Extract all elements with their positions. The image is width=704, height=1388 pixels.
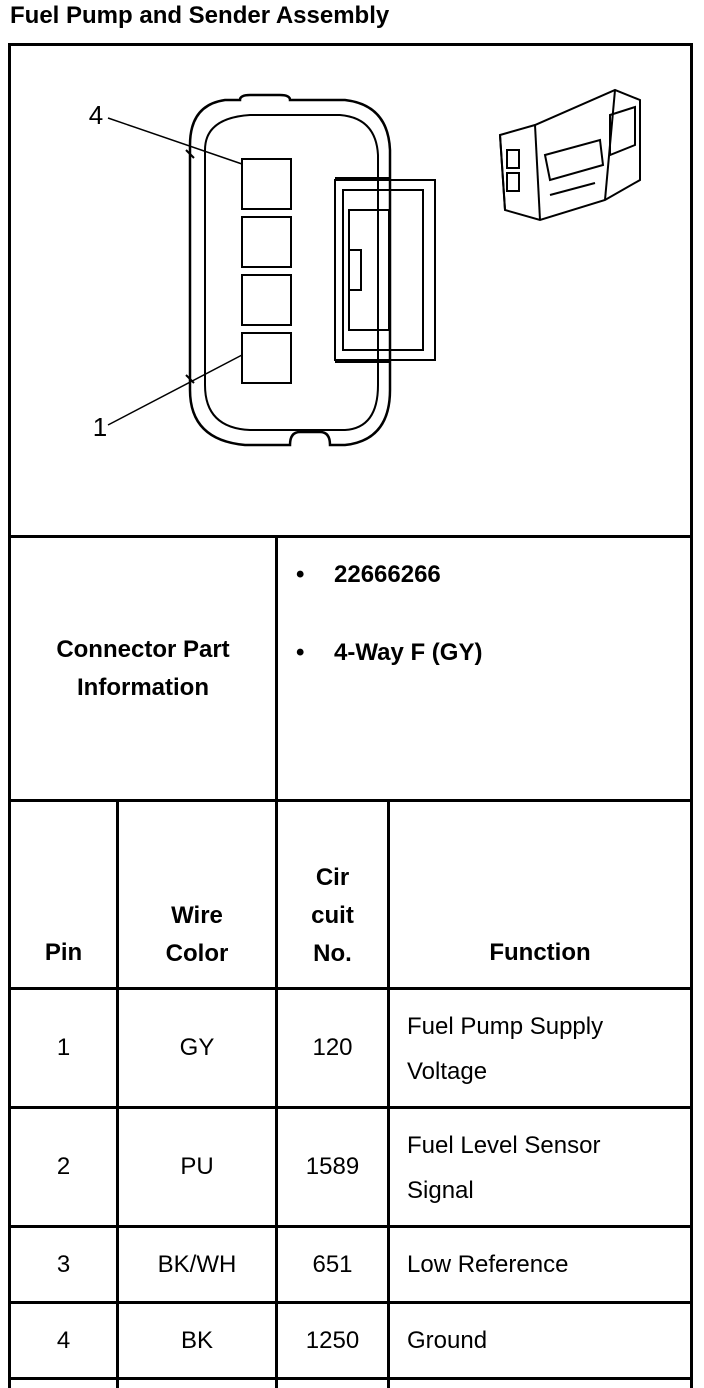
divider: [8, 535, 693, 538]
divider: [8, 1377, 693, 1380]
table-row-pin: 2: [56, 1153, 71, 1180]
header-wire-color-line1: Wire: [171, 902, 223, 929]
divider: [275, 535, 278, 802]
connector-info-label-line2: Information: [77, 673, 209, 701]
table-row-function: Ground: [407, 1327, 488, 1354]
table-row-circuit: 1250: [305, 1326, 360, 1354]
table-row-color: PU: [180, 1153, 214, 1180]
divider: [8, 1301, 693, 1304]
bullet-icon: •: [296, 561, 305, 588]
divider: [116, 799, 119, 1388]
function-line1: Fuel Level Sensor: [407, 1132, 601, 1159]
header-circuit-line3: No.: [313, 940, 352, 967]
header-pin: Pin: [44, 938, 83, 966]
header-wire-color-line2: Color: [165, 940, 229, 967]
table-row-circuit: 120: [312, 1034, 353, 1061]
connector-info-label: Connector Part Information: [11, 538, 275, 799]
function-line2: Signal: [407, 1177, 474, 1204]
function-line2: Voltage: [407, 1058, 488, 1085]
bullet-icon: •: [296, 639, 305, 666]
table-row-color: BK: [180, 1326, 213, 1354]
divider: [8, 1225, 693, 1228]
table-row-function: Fuel Level Sensor Signal: [407, 1123, 600, 1213]
connector-isometric-drawing: [498, 88, 641, 222]
table-row-circuit: 1589: [305, 1153, 360, 1180]
header-circuit: Cir cuit No.: [278, 857, 387, 975]
connector-info-label-line1: Connector Part: [56, 635, 230, 663]
table-row-color: BK/WH: [157, 1250, 237, 1278]
header-function: Function: [489, 938, 591, 966]
table-row-function: Fuel Pump Supply Voltage: [407, 1004, 603, 1094]
table-row-pin: 3: [56, 1250, 71, 1278]
connector-type: 4-Way F (GY): [334, 639, 483, 666]
pin-label-4: 4: [88, 99, 104, 130]
header-wire-color: Wire Color: [119, 895, 275, 975]
table-row-function: Low Reference: [407, 1251, 569, 1278]
part-number: 22666266: [334, 561, 441, 588]
divider: [275, 799, 278, 1388]
page-title: Fuel Pump and Sender Assembly: [10, 2, 390, 29]
connector-info-item: • 4-Way F (GY): [296, 639, 482, 667]
table-frame: [8, 43, 693, 1388]
table-row-pin: 4: [56, 1326, 71, 1354]
connector-face-drawing: [107, 93, 436, 447]
pin-label-1: 1: [92, 411, 108, 442]
header-circuit-line2: cuit: [311, 902, 354, 929]
function-line1: Fuel Pump Supply: [407, 1013, 604, 1040]
divider: [8, 987, 693, 990]
divider: [8, 799, 693, 802]
connector-info-item: • 22666266: [296, 561, 441, 589]
table-row-pin: 1: [56, 1034, 71, 1061]
divider: [8, 1106, 693, 1109]
divider: [387, 799, 390, 1388]
header-circuit-line1: Cir: [315, 864, 350, 891]
table-row-circuit: 651: [312, 1250, 353, 1278]
table-row-color: GY: [179, 1034, 215, 1061]
